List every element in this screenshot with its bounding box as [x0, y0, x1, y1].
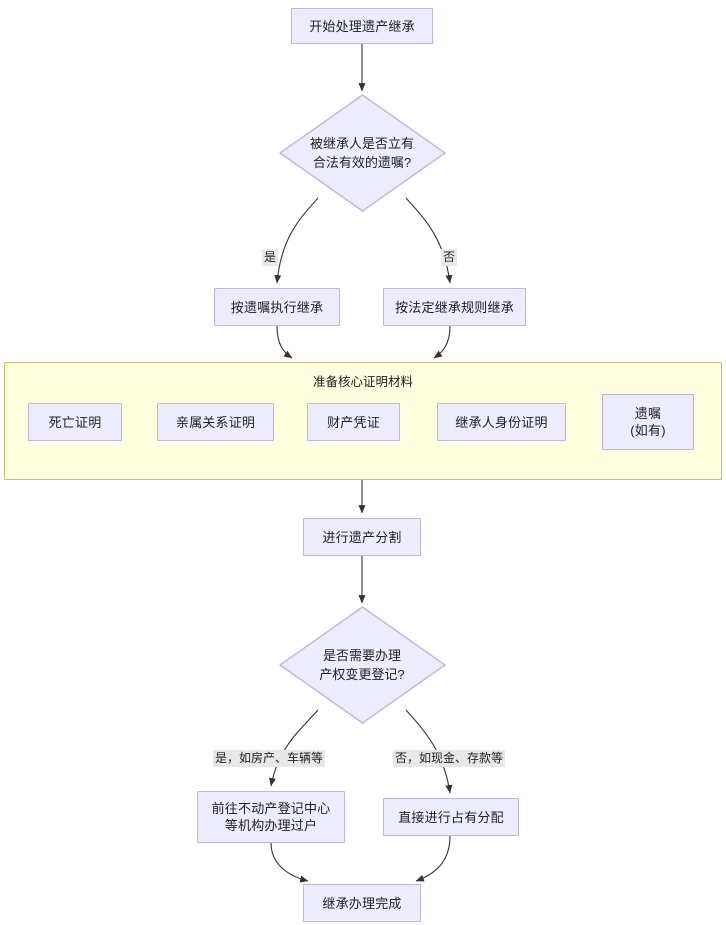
edge-transfer-to-done	[270, 842, 309, 883]
node-divide[interactable]: 进行遗产分割	[303, 518, 421, 556]
edge-by-law-to-evidence-group	[433, 325, 451, 359]
subgraph-title: 准备核心证明材料	[312, 375, 413, 389]
node-done[interactable]: 继承办理完成	[303, 884, 421, 922]
node-doc-will[interactable]: 遗嘱 (如有)	[602, 394, 694, 450]
node-doc-identity-label: 继承人身份证明	[455, 414, 548, 430]
node-decision-will-line-1: 被继承人是否立有	[309, 136, 414, 151]
node-by-law-label: 按法定继承规则继承	[395, 299, 514, 315]
edge-label-no-register: 否，如现金、存款等	[393, 750, 506, 767]
node-distribute-label: 直接进行占有分配	[398, 809, 504, 825]
edge-by-will-to-evidence-group	[276, 325, 293, 359]
node-start-label: 开始处理遗产继承	[309, 18, 415, 34]
node-doc-identity[interactable]: 继承人身份证明	[437, 403, 566, 441]
node-decision-will[interactable]: 被继承人是否立有 合法有效的遗嘱?	[278, 94, 446, 212]
node-doc-will-line-2: (如有)	[630, 423, 666, 438]
node-done-label: 继承办理完成	[322, 895, 402, 911]
node-decision-register-line-2: 产权变更登记?	[319, 667, 405, 682]
node-by-will-label: 按遗嘱执行继承	[230, 299, 324, 315]
node-doc-property[interactable]: 财产凭证	[307, 403, 400, 441]
node-decision-will-line-2: 合法有效的遗嘱?	[312, 155, 412, 170]
node-distribute[interactable]: 直接进行占有分配	[383, 798, 519, 836]
node-doc-relation-label: 亲属关系证明	[175, 414, 256, 430]
diamond-shape-decision-register	[278, 606, 446, 724]
edge-label-no-will: 否	[441, 249, 458, 266]
node-transfer-line-2: 等机构办理过户	[224, 818, 318, 833]
node-by-will[interactable]: 按遗嘱执行继承	[214, 288, 340, 326]
node-doc-relation[interactable]: 亲属关系证明	[157, 403, 274, 441]
node-doc-will-line-1: 遗嘱	[634, 406, 662, 421]
node-start[interactable]: 开始处理遗产继承	[291, 8, 433, 44]
node-decision-register[interactable]: 是否需要办理 产权变更登记?	[278, 606, 446, 724]
node-decision-will-label: 被继承人是否立有 合法有效的遗嘱?	[279, 94, 446, 212]
edge-label-yes-register: 是，如房产、车辆等	[213, 750, 326, 767]
node-decision-register-line-1: 是否需要办理	[322, 648, 401, 663]
node-by-law[interactable]: 按法定继承规则继承	[383, 288, 526, 326]
diamond-shape-decision-will	[278, 94, 446, 212]
node-transfer-line-1: 前往不动产登记中心	[211, 801, 331, 816]
node-decision-register-label: 是否需要办理 产权变更登记?	[279, 606, 446, 724]
node-doc-death-label: 死亡证明	[48, 414, 102, 430]
node-doc-property-label: 财产凭证	[327, 414, 380, 430]
node-divide-label: 进行遗产分割	[322, 529, 402, 545]
edge-label-yes-will: 是	[262, 249, 279, 266]
node-transfer[interactable]: 前往不动产登记中心 等机构办理过户	[197, 791, 345, 843]
edge-distribute-to-done	[415, 835, 451, 882]
node-doc-death[interactable]: 死亡证明	[28, 403, 122, 441]
